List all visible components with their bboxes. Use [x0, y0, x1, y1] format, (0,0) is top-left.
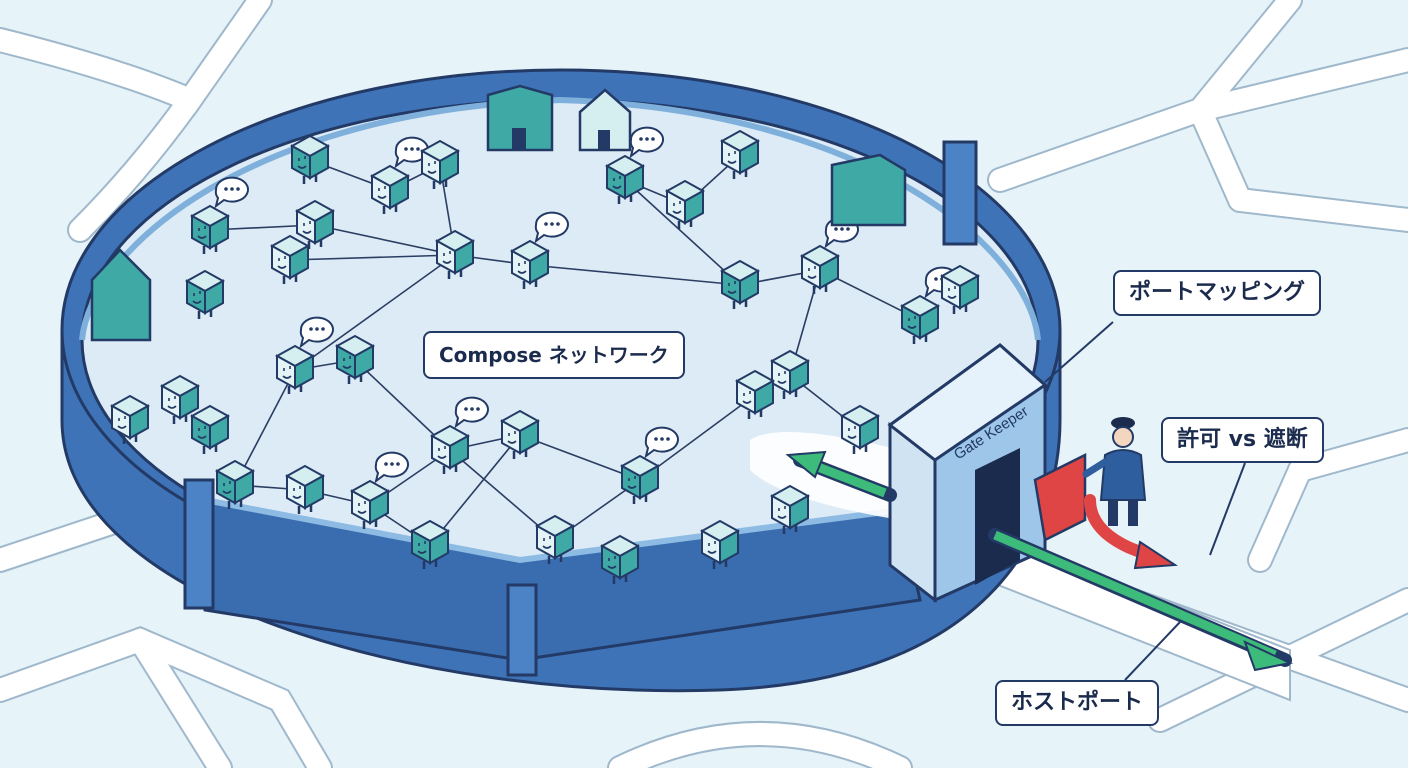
- house-icon: [578, 88, 632, 152]
- container-icon: [189, 204, 231, 254]
- containers: [109, 126, 981, 584]
- container-icon: [189, 404, 231, 454]
- speech-bubble-icon: [454, 396, 489, 429]
- container-icon: [499, 409, 541, 459]
- container-icon: [619, 454, 661, 504]
- container-icon: [599, 534, 641, 584]
- speech-bubble-icon: [374, 451, 409, 484]
- container-icon: [719, 259, 761, 309]
- network-link: [519, 434, 641, 481]
- container-icon: [839, 404, 881, 454]
- container-icon: [769, 484, 811, 534]
- house-icon: [486, 84, 554, 152]
- network-link: [529, 264, 741, 286]
- container-icon: [769, 349, 811, 399]
- house-icon: [830, 153, 907, 227]
- label-connectors: [1044, 321, 1246, 681]
- network-link: [314, 224, 456, 256]
- speech-bubble-icon: [299, 316, 334, 349]
- container-icon: [664, 179, 706, 229]
- house-icon: [90, 248, 152, 342]
- container-icon: [109, 394, 151, 444]
- container-icon: [434, 229, 476, 279]
- network-link: [624, 179, 741, 286]
- allow-block-label: 許可 vs 遮断: [1161, 417, 1324, 463]
- container-icon: [429, 424, 471, 474]
- speech-bubble-icon: [534, 211, 569, 244]
- container-icon: [939, 264, 981, 314]
- host-port-label: ホストポート: [995, 680, 1160, 726]
- container-icon: [799, 244, 841, 294]
- container-icon: [334, 334, 376, 384]
- container-icon: [349, 479, 391, 529]
- port-mapping-label: ポートマッピング: [1113, 270, 1322, 316]
- speech-bubble-icon: [644, 426, 679, 459]
- container-icon: [534, 514, 576, 564]
- speech-bubble-icon: [629, 126, 664, 159]
- network-link: [294, 254, 456, 371]
- container-icon: [269, 234, 311, 284]
- container-icon: [214, 459, 256, 509]
- container-icon: [274, 344, 316, 394]
- houses: [90, 84, 907, 342]
- container-icon: [184, 269, 226, 319]
- allow-arrow: [785, 450, 1294, 672]
- block-arrow: [1033, 452, 1179, 570]
- container-icon: [294, 199, 336, 249]
- front-wall: [183, 140, 978, 677]
- container-icon: [409, 519, 451, 569]
- container-icon: [289, 134, 331, 184]
- network-link: [289, 254, 456, 261]
- speech-bubble-icon: [214, 176, 249, 209]
- container-icon: [509, 239, 551, 289]
- container-icon: [719, 129, 761, 179]
- network-label: Compose ネットワーク: [423, 331, 685, 379]
- container-icon: [734, 369, 776, 419]
- container-icon: [369, 164, 411, 214]
- container-icon: [604, 154, 646, 204]
- container-icon: [699, 519, 741, 569]
- container-icon: [284, 464, 326, 514]
- container-icon: [899, 294, 941, 344]
- network-link: [429, 434, 521, 546]
- container-icon: [419, 139, 461, 189]
- gatekeeper-icon: [1082, 417, 1147, 526]
- container-icon: [159, 374, 201, 424]
